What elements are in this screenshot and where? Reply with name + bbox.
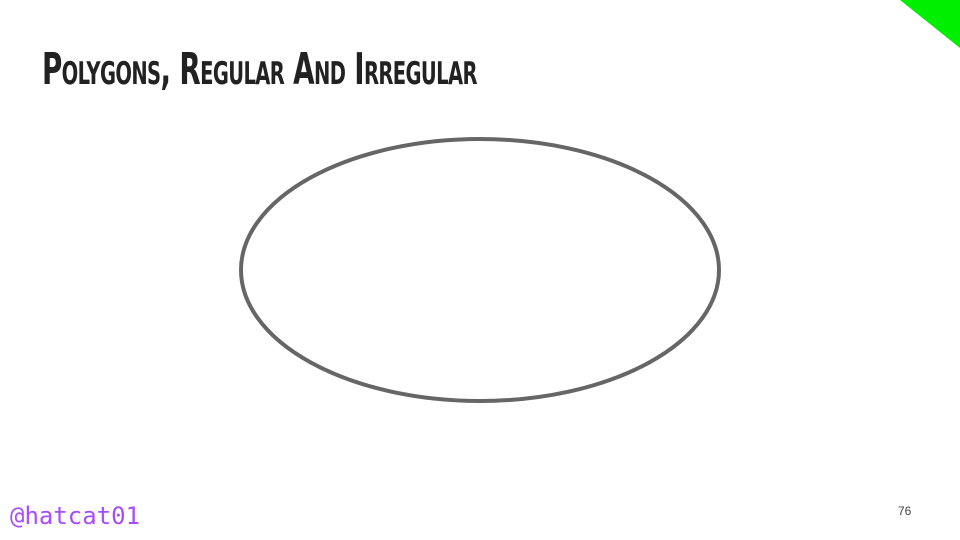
slide-title: Polygons, Regular And Irregular	[42, 44, 477, 95]
ellipse-outline	[239, 137, 721, 403]
ellipse-shape	[239, 137, 721, 403]
page-number: 76	[898, 504, 912, 518]
author-handle: @hatcat01	[10, 502, 141, 530]
corner-accent-triangle	[900, 0, 960, 48]
